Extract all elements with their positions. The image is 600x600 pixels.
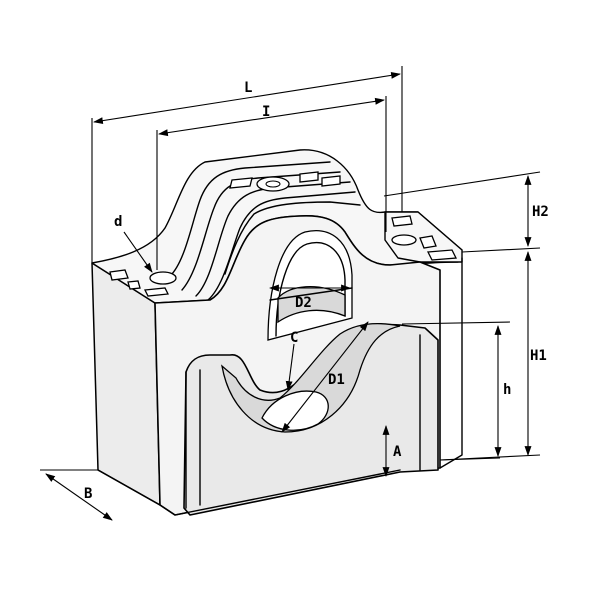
dim-I-line xyxy=(158,97,385,137)
label-C: C xyxy=(290,330,298,346)
clamp-body xyxy=(91,149,463,516)
label-I: I xyxy=(262,104,270,120)
label-L: L xyxy=(244,80,252,96)
right-slot-2 xyxy=(419,235,437,249)
top-slot-2 xyxy=(299,171,319,183)
dim-H2-ext-top xyxy=(383,171,541,197)
dim-d-leader xyxy=(123,231,153,273)
top-slot-3 xyxy=(321,175,341,187)
top-slot-1 xyxy=(229,177,253,189)
dim-D1-line xyxy=(281,321,369,433)
bolt-hole-left xyxy=(149,271,177,285)
saddle-rib-3 xyxy=(195,181,351,297)
right-slot-3 xyxy=(426,249,458,261)
dim-h-ext-bottom xyxy=(439,457,501,461)
dim-B-line xyxy=(45,473,113,521)
label-H2: H2 xyxy=(532,204,549,220)
dimensions: L I H2 H1 h A B d D2 C xyxy=(40,66,549,521)
label-H1: H1 xyxy=(530,348,547,364)
right-slot-1 xyxy=(391,215,413,227)
label-d: d xyxy=(114,214,122,230)
label-h: h xyxy=(503,382,511,398)
label-D1: D1 xyxy=(328,372,345,388)
bolt-hole-right xyxy=(391,234,417,246)
slot-left-2 xyxy=(127,280,141,290)
label-A: A xyxy=(393,444,402,460)
saddle-rib-4 xyxy=(207,191,356,301)
saddle-rib-5 xyxy=(224,201,361,275)
right-back-edge xyxy=(439,257,463,469)
bolt-hole-top-inner xyxy=(265,180,281,188)
dim-h-ext-top xyxy=(401,321,511,325)
dim-H2-ext-bottom xyxy=(461,247,541,253)
slot-left-1 xyxy=(109,269,129,281)
slot-left-3 xyxy=(143,287,170,297)
label-B: B xyxy=(84,486,92,502)
top-features xyxy=(109,171,458,297)
lower-front-edge xyxy=(185,334,421,509)
label-D2: D2 xyxy=(295,295,312,311)
saddle-rib-1 xyxy=(169,161,331,277)
bolt-hole-top xyxy=(256,176,290,192)
